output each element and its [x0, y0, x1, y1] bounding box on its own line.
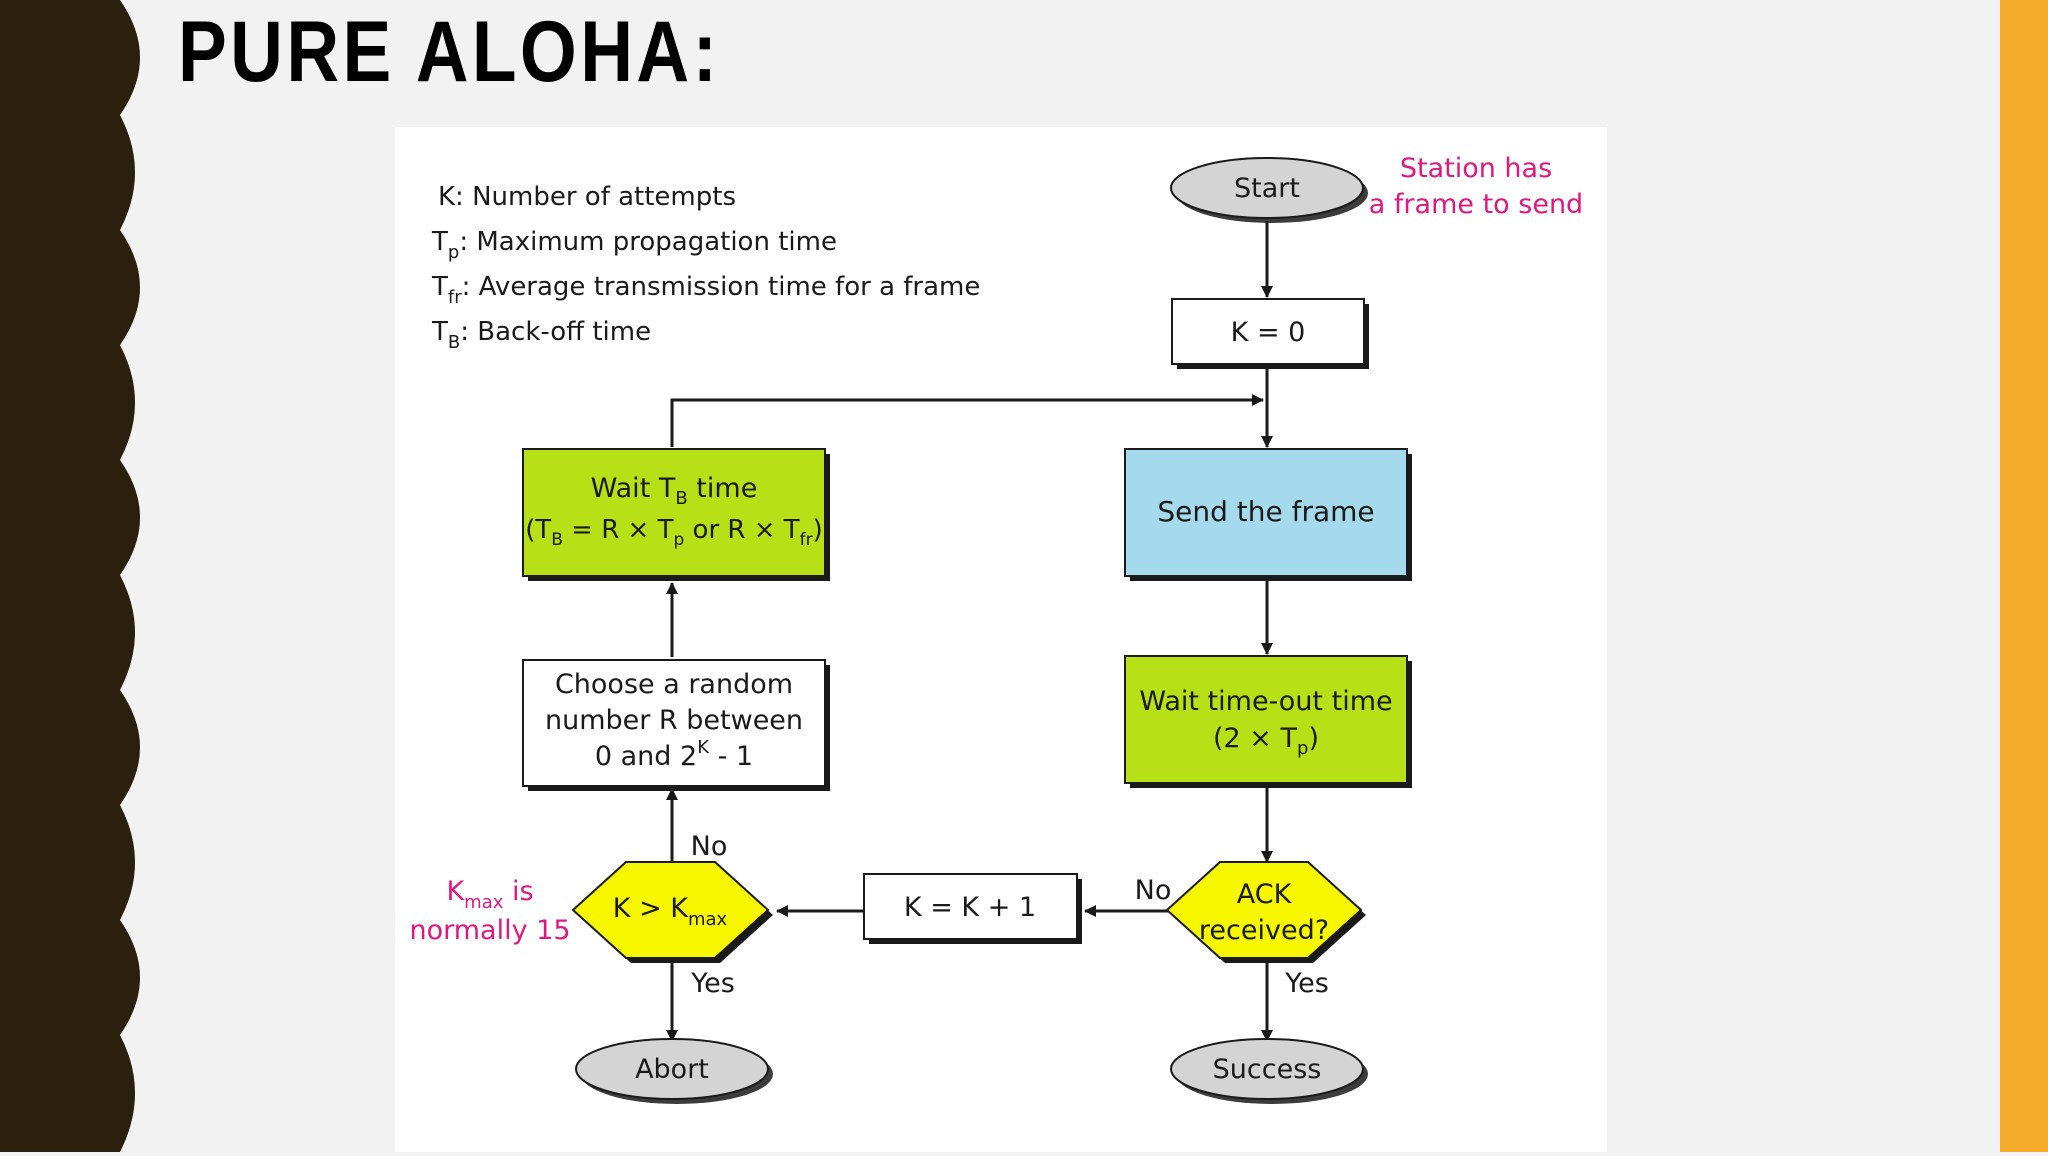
- kmax-note-line1: Kmax is: [446, 876, 533, 913]
- wait-timeout-box: Wait time-out time (2 × Tp): [1124, 655, 1412, 788]
- flowchart-panel: K: Number of attempts Tp: Maximum propag…: [395, 127, 1607, 1152]
- start-terminal: Start: [1170, 157, 1368, 223]
- choose-line2: number R between: [545, 705, 803, 736]
- decorative-wavy-band: [0, 0, 140, 1152]
- kmax-yes-label: Yes: [690, 968, 735, 999]
- kmax-note: Kmax is normally 15: [409, 876, 570, 946]
- wait-backoff-box: Wait TB time (TB = R × Tp or R × Tfr): [522, 448, 830, 581]
- legend: K: Number of attempts Tp: Maximum propag…: [431, 182, 980, 353]
- wait-timeout-line1: Wait time-out time: [1139, 686, 1392, 717]
- abort-label: Abort: [635, 1054, 709, 1085]
- ack-no-label: No: [1135, 875, 1172, 906]
- wait-timeout-line2: (2 × Tp): [1213, 723, 1319, 759]
- choose-random-box: Choose a random number R between 0 and 2…: [522, 659, 830, 791]
- choose-line1: Choose a random: [555, 669, 793, 700]
- kmax-decision: K > Kmax: [571, 861, 773, 963]
- kmax-decision-label: K > Kmax: [613, 893, 728, 930]
- k-init-box: K = 0: [1171, 298, 1369, 369]
- send-frame-label: Send the frame: [1157, 495, 1374, 528]
- connectors: [666, 221, 1273, 1042]
- success-label: Success: [1213, 1054, 1322, 1085]
- ack-line1: ACK: [1237, 879, 1293, 910]
- decorative-accent-bar: [2000, 0, 2048, 1152]
- choose-line3: 0 and 2K - 1: [595, 737, 753, 772]
- pure-aloha-flowchart: K: Number of attempts Tp: Maximum propag…: [409, 153, 1583, 1104]
- ack-decision: ACK received?: [1165, 861, 1366, 963]
- wait-backoff-line1: Wait TB time: [591, 473, 758, 509]
- k-increment-label: K = K + 1: [904, 892, 1036, 923]
- ack-line2: received?: [1199, 915, 1329, 946]
- svg-text:Station has: Station has: [1400, 153, 1552, 184]
- start-note: Station has a frame to send: [1369, 153, 1583, 220]
- slide-title: PURE ALOHA:: [178, 4, 721, 100]
- wavy-band-shape: [0, 0, 140, 1152]
- legend-tfr: Tfr: Average transmission time for a fra…: [431, 272, 980, 308]
- ack-yes-label: Yes: [1284, 968, 1329, 999]
- start-label: Start: [1234, 173, 1300, 204]
- wait-backoff-line2: (TB = R × Tp or R × Tfr): [525, 515, 823, 550]
- success-terminal: Success: [1170, 1038, 1368, 1104]
- abort-terminal: Abort: [575, 1038, 773, 1104]
- kmax-no-label: No: [691, 831, 728, 862]
- k-increment-box: K = K + 1: [863, 873, 1082, 944]
- kmax-note-line2: normally 15: [409, 915, 570, 946]
- legend-tp: Tp: Maximum propagation time: [431, 227, 837, 263]
- send-frame-box: Send the frame: [1124, 448, 1412, 581]
- svg-text:a frame to send: a frame to send: [1369, 189, 1583, 220]
- legend-tb: TB: Back-off time: [431, 317, 651, 353]
- k-init-label: K = 0: [1231, 317, 1306, 348]
- arrow-waittb-loop-back: [670, 394, 1264, 447]
- legend-k: K: Number of attempts: [438, 182, 736, 212]
